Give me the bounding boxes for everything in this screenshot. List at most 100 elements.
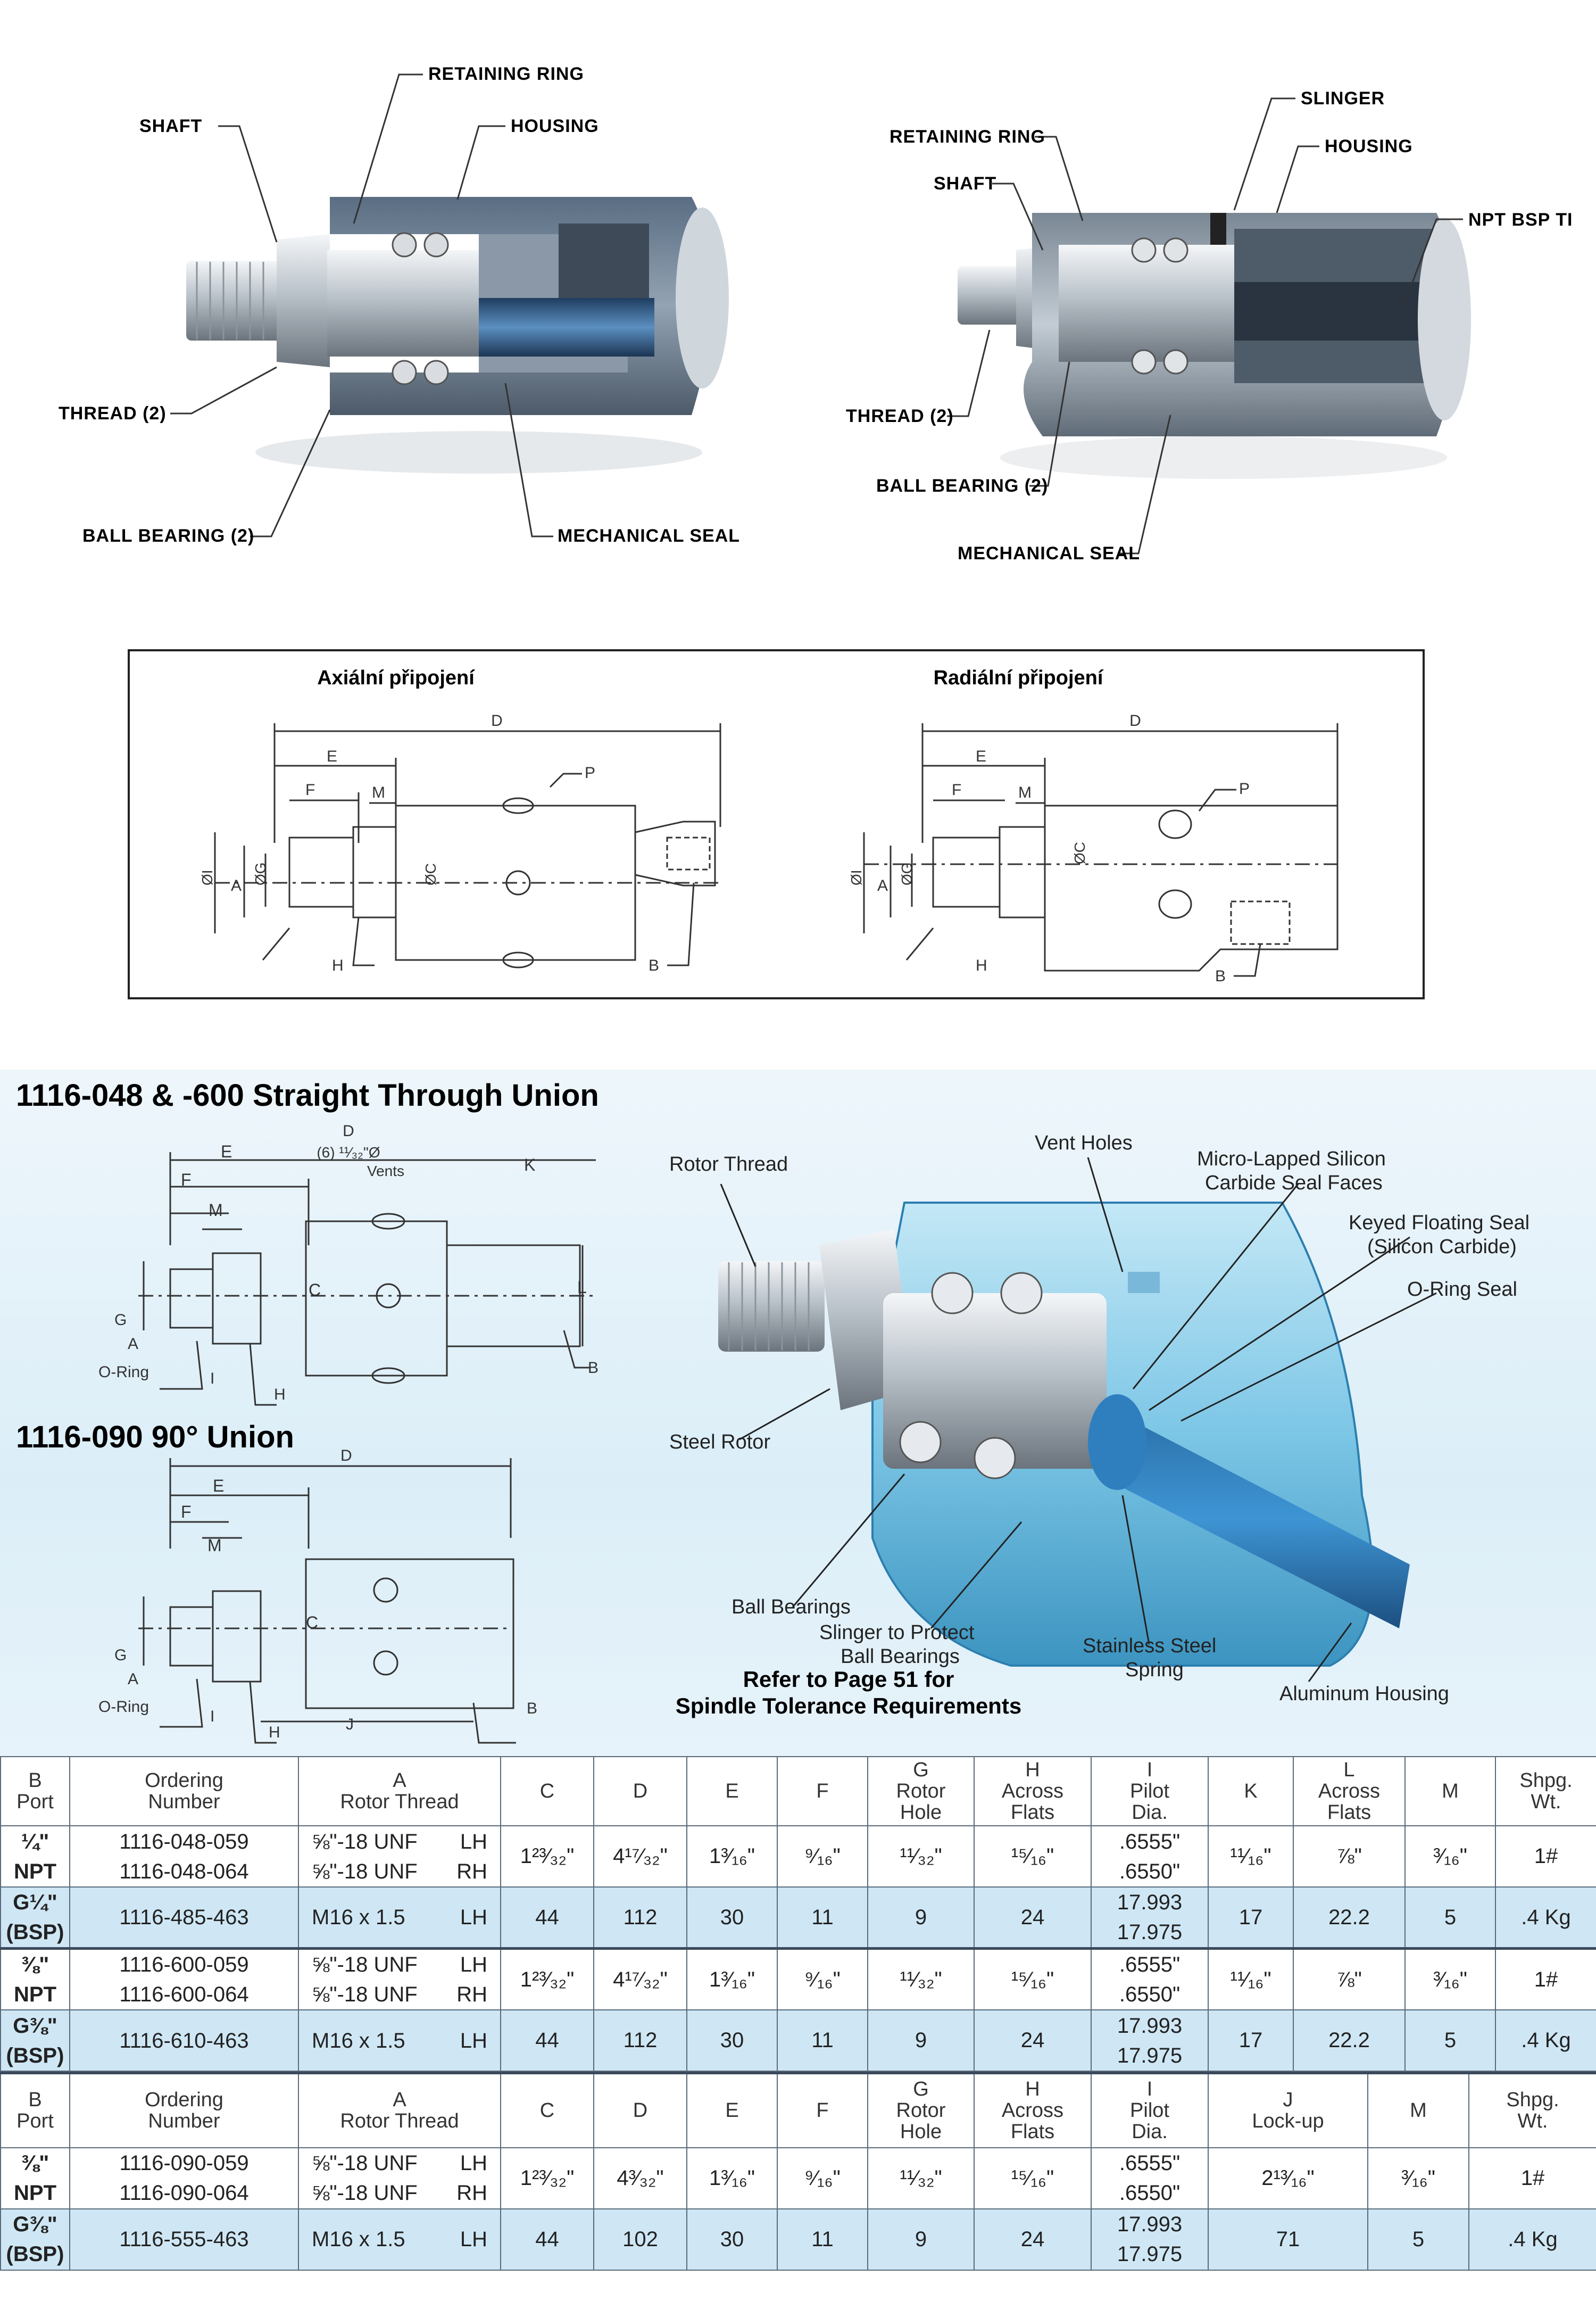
straight-dim-f: F <box>181 1170 192 1189</box>
ninety-dim-m: M <box>207 1536 222 1555</box>
cell-m: 5 <box>1367 2208 1469 2271</box>
ninety-dim-a: A <box>128 1670 138 1688</box>
axial-dim-p: P <box>585 764 595 782</box>
cell-port: G¼"(BSP) <box>0 1886 70 1949</box>
cell-g: ¹¹⁄₃₂" <box>867 1825 975 1888</box>
ninety-dim-g: G <box>114 1646 127 1664</box>
cell-g: ¹¹⁄₃₂" <box>867 1947 975 2010</box>
callout-spring-2: Spring <box>1125 1659 1184 1681</box>
label-thread-right: THREAD (2) <box>846 406 954 426</box>
note-refer-page: Refer to Page 51 for <box>743 1667 954 1692</box>
title-straight-through-union: 1116-048 & -600 Straight Through Union <box>16 1078 599 1113</box>
cell-f: 11 <box>777 1886 868 1949</box>
ninety-dim-d: D <box>340 1447 352 1464</box>
ninety-dim-c: C <box>306 1613 318 1632</box>
cell-w: 1# <box>1468 2147 1596 2209</box>
th-f: F <box>777 1756 868 1826</box>
th2-m: M <box>1367 2072 1469 2148</box>
straight-dim-b: B <box>588 1359 598 1377</box>
callout-micro-lapped: Micro-Lapped Silicon <box>1197 1148 1386 1170</box>
title-90-union: 1116-090 90° Union <box>16 1420 294 1454</box>
cell-w: .4 Kg <box>1468 2208 1596 2271</box>
cell-m: ³⁄₁₆" <box>1404 1947 1496 2010</box>
cell-h: 24 <box>974 2009 1092 2072</box>
cell-j: 2¹³⁄₁₆" <box>1208 2147 1368 2209</box>
radial-dim-m: M <box>1018 784 1032 801</box>
radial-dim-c: ØC <box>1071 842 1088 864</box>
cell-g: 9 <box>867 1886 975 1949</box>
cutaway-leader-lines <box>170 73 1463 554</box>
callout-slinger: Slinger to Protect <box>819 1621 975 1644</box>
cell-f: ⁹⁄₁₆" <box>777 1825 868 1888</box>
axial-dim-c: ØC <box>422 863 439 885</box>
label-shaft-right: SHAFT <box>934 173 996 194</box>
catalog-illustrations: 1116-048 & -600 Straight Through Union 1… <box>16 1078 1530 1744</box>
cell-h: 24 <box>974 1886 1092 1949</box>
cell-e: 30 <box>686 2009 778 2072</box>
th-k: K <box>1208 1756 1294 1826</box>
union-leader-lines <box>720 1157 1437 1682</box>
cell-d: 112 <box>593 2009 687 2072</box>
radial-dim-h: H <box>976 957 987 974</box>
cell-j: 71 <box>1208 2208 1368 2271</box>
cell-d: 4¹⁷⁄₃₂" <box>593 1825 687 1888</box>
radial-dim-g: ØG <box>899 862 915 885</box>
cell-c: 44 <box>500 2208 594 2271</box>
straight-dim-l: L <box>577 1278 587 1297</box>
cell-m: ³⁄₁₆" <box>1367 2147 1469 2209</box>
axial-drawing <box>214 723 721 969</box>
catalog-section: 1116-048 & -600 Straight Through Union 1… <box>0 1070 1596 1756</box>
straight-dim-m: M <box>209 1201 223 1220</box>
cell-m: ³⁄₁₆" <box>1404 1825 1496 1888</box>
cell-l: ⅞" <box>1293 1947 1406 2010</box>
axial-dim-e: E <box>327 748 337 765</box>
straight-vents-size: (6) ¹¹⁄₃₂"Ø <box>317 1144 380 1161</box>
cell-c: 44 <box>500 2009 594 2072</box>
cell-port: ⅜"NPT <box>0 1947 70 2010</box>
cell-e: 30 <box>686 2208 778 2271</box>
straight-dim-e: E <box>221 1142 232 1161</box>
callout-micro-lapped-2: Carbide Seal Faces <box>1205 1172 1383 1194</box>
straight-dim-c: C <box>309 1280 321 1300</box>
cell-g: 9 <box>867 2208 975 2271</box>
cutaway-right-render <box>958 213 1471 479</box>
ninety-dim-j: J <box>346 1716 354 1733</box>
cell-pilot-dia: .6555".6550" <box>1091 2147 1209 2209</box>
callout-keyed-seal: Keyed Floating Seal <box>1349 1212 1530 1234</box>
cell-h: ¹⁵⁄₁₆" <box>974 1947 1092 2010</box>
th2-d: D <box>593 2072 687 2148</box>
cell-h: ¹⁵⁄₁₆" <box>974 1825 1092 1888</box>
axial-dim-f: F <box>305 781 315 799</box>
dimension-drawings: Axiální připojení Radiální připojení <box>199 667 1339 985</box>
cell-w: 1# <box>1495 1825 1596 1888</box>
th2-f: F <box>777 2072 868 2148</box>
cell-e: 1³⁄₁₆" <box>686 1947 778 2010</box>
cell-k: ¹¹⁄₁₆" <box>1208 1947 1294 2010</box>
cell-c: 1²³⁄₃₂" <box>500 1825 594 1888</box>
ninety-dim-h: H <box>269 1724 280 1741</box>
radial-drawing <box>863 723 1339 977</box>
straight-union-drawing <box>138 1152 596 1406</box>
th2-e: E <box>686 2072 778 2148</box>
callout-spring: Stainless Steel <box>1083 1635 1216 1657</box>
